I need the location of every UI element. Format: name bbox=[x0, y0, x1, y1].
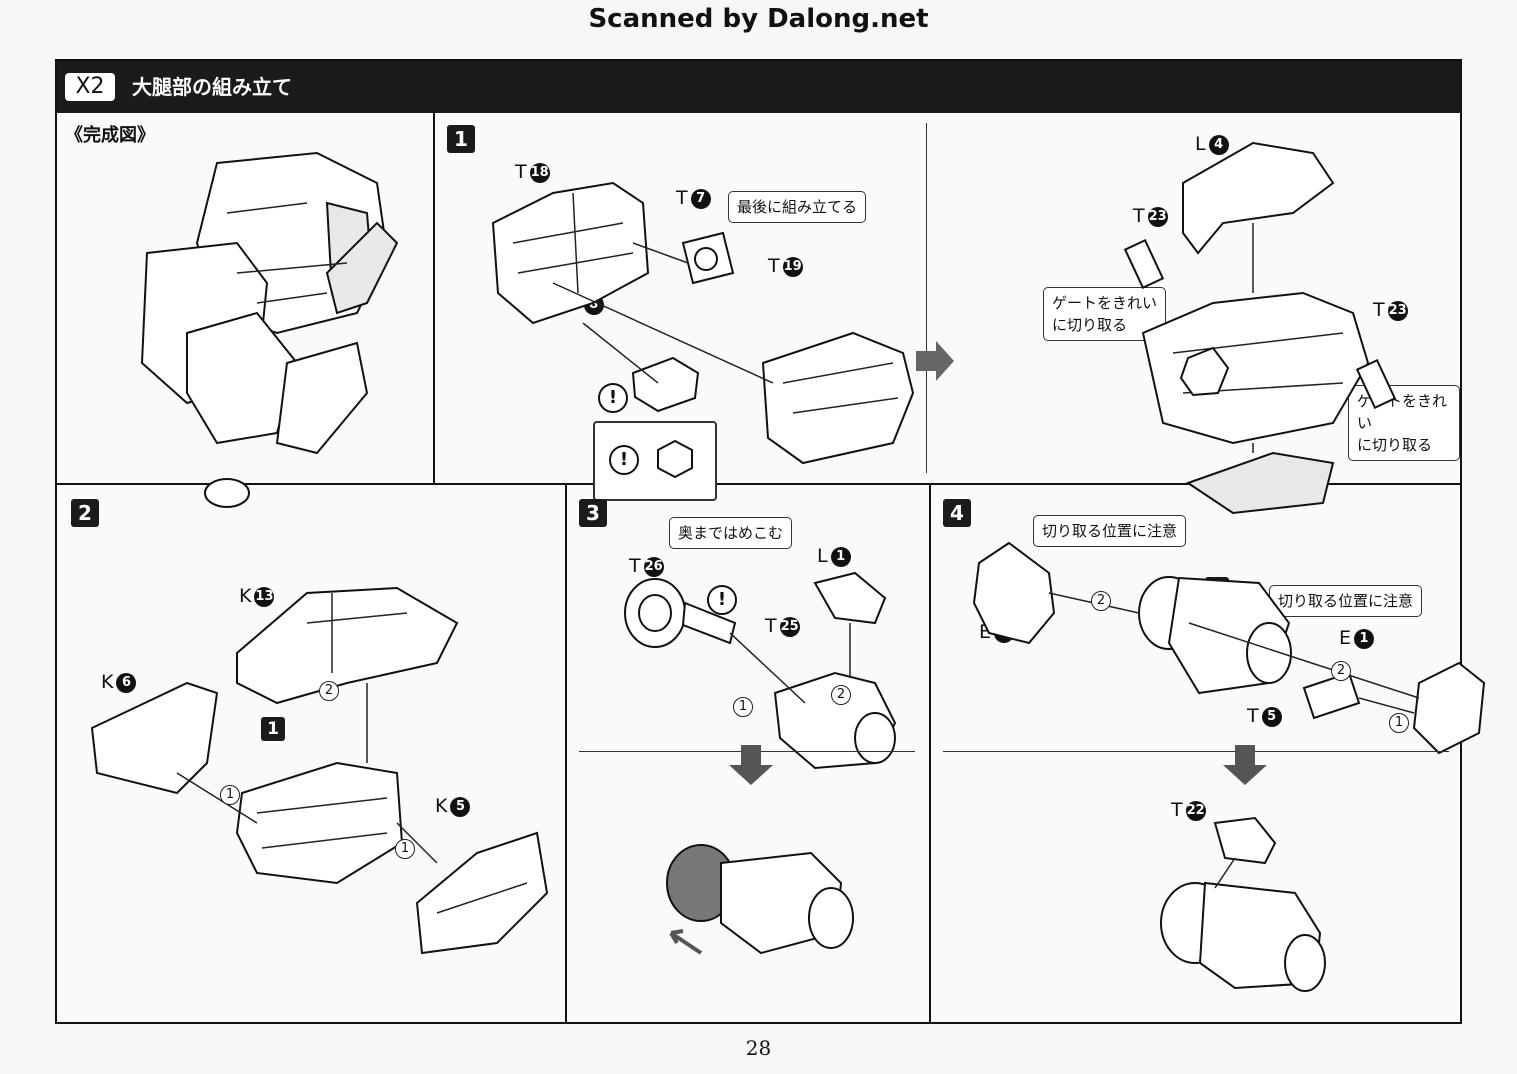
section-header: X2 大腿部の組み立て bbox=[57, 61, 1460, 113]
step3-top-illustration bbox=[624, 571, 897, 770]
callout-press-fully: 奥まではめこむ bbox=[669, 517, 793, 549]
callout-cut-position-top: 切り取る位置に注意 bbox=[1033, 515, 1187, 547]
instruction-frame: X2 大腿部の組み立て 《完成図》 1 T18 T7 T19 T8 最後に組み立… bbox=[55, 59, 1486, 1024]
step4-panel: 4 切り取る位置に注意 切り取る位置に注意 3 E2 E1 T5 2 2 1 T… bbox=[929, 483, 1486, 1022]
order-marker-c: 1 bbox=[1389, 713, 1409, 733]
warning-icon-step3: ! bbox=[707, 585, 737, 615]
order-marker-1: 1 bbox=[733, 697, 753, 717]
order-marker-2: 2 bbox=[319, 681, 339, 701]
section-title: 大腿部の組み立て bbox=[132, 75, 292, 99]
step2-badge: 2 bbox=[71, 499, 99, 527]
order-marker-3: 1 bbox=[395, 839, 415, 859]
watermark-text: Scanned by Dalong.net bbox=[588, 4, 929, 34]
step3-badge: 3 bbox=[579, 499, 607, 527]
callout-assemble-last: 最後に組み立てる bbox=[728, 191, 867, 223]
order-marker-1: 1 bbox=[220, 785, 240, 805]
warning-icon-detail: ! bbox=[609, 445, 639, 475]
step1-left-parts-illustration bbox=[491, 181, 915, 465]
step1-hex-detail-box: ! bbox=[593, 421, 717, 501]
down-arrow-icon-step4 bbox=[1223, 745, 1267, 785]
step-arrow-icon bbox=[916, 341, 954, 381]
step1-divider bbox=[926, 123, 927, 473]
step2-sub-badge: 1 bbox=[261, 717, 285, 741]
callout-gate-right: ゲートをきれい に切り取る bbox=[1348, 385, 1460, 461]
down-arrow-icon bbox=[729, 745, 773, 785]
step1-panel: 1 T18 T7 T19 T8 最後に組み立てる ! ! L4 T23 T23 bbox=[433, 113, 1460, 515]
step4-top-illustration bbox=[972, 541, 1486, 755]
order-marker-2: 2 bbox=[831, 685, 851, 705]
step2-illustration bbox=[90, 586, 549, 955]
completed-label: 《完成図》 bbox=[65, 125, 155, 146]
completed-panel: 《完成図》 bbox=[57, 113, 435, 508]
callout-gate-left-line2: に切り取る bbox=[1052, 316, 1128, 334]
callout-cut-position-right: 切り取る位置に注意 bbox=[1269, 585, 1423, 617]
completed-thigh-illustration bbox=[140, 151, 399, 508]
hex-hole-icon bbox=[657, 439, 693, 479]
step3-result-illustration bbox=[666, 844, 854, 955]
order-marker-b: 2 bbox=[1331, 661, 1351, 681]
step4-result-illustration bbox=[1160, 816, 1326, 992]
warning-icon: ! bbox=[598, 383, 628, 413]
step4-badge: 4 bbox=[943, 499, 971, 527]
callout-gate-right-line2: に切り取る bbox=[1357, 436, 1433, 454]
order-marker-a: 2 bbox=[1091, 591, 1111, 611]
step1-right-assembly-illustration bbox=[1123, 141, 1397, 515]
callout-gate-left-line1: ゲートをきれい bbox=[1052, 294, 1158, 312]
step1-badge: 1 bbox=[447, 125, 475, 153]
page-number: 28 bbox=[745, 1036, 772, 1060]
step4-divider bbox=[943, 751, 1449, 752]
count-badge: X2 bbox=[65, 73, 115, 101]
